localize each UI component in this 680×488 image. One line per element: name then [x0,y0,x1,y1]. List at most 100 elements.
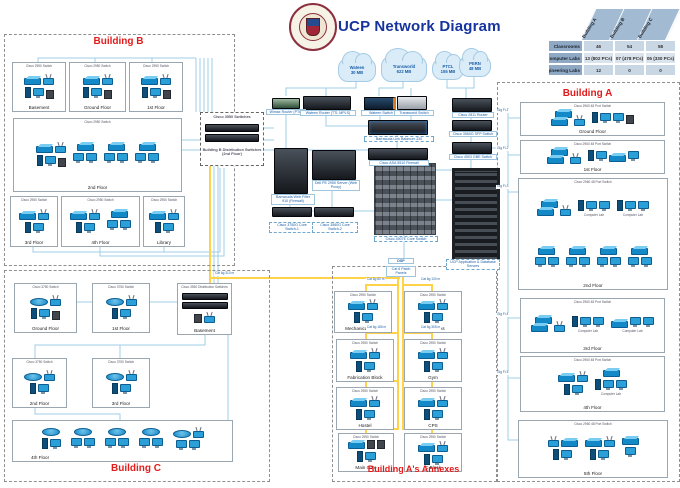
wireless-ap-icon [43,78,54,86]
switch-model-label: Cisco 3750 Switch [107,285,135,289]
pc-tower-icon [31,308,37,320]
pc-icon [32,222,44,233]
network-cluster [627,247,652,268]
ucp-logo [289,3,337,51]
switch-icon [531,325,548,333]
pc-tower-icon [111,308,118,320]
lab-label: Computer Lab [622,213,644,218]
wireless-ap-icon [125,374,137,382]
wireless-ap-icon [192,431,204,438]
floor-box-b-2nd: Cisco 2950 Switch 2nd Floor [13,118,182,192]
stats-value: 54 [614,40,645,52]
floor-caption: 5th Floor [583,471,603,476]
gbe-switch-device [452,142,492,154]
floor-caption: 4th Floor [583,405,602,410]
pc-icon [104,438,116,448]
network-cluster [149,208,179,234]
wateen-router-device [303,96,351,110]
pc-tower-icon [423,408,430,420]
floor-caption: Ground Floor [31,326,60,331]
core-switch2-label: Cisco 3560G Core Switch-2 [312,222,358,233]
router-switch-icon [105,298,124,307]
switch-icon [76,144,94,152]
switch-model-label: Cisco 2950 Switch [419,389,447,393]
ucp-logo-inner [299,13,327,41]
pc-icon [107,219,118,230]
switch-model-label: Cisco 2950 Switch [352,435,380,439]
link-balancer-device [368,120,428,135]
pc-icon [624,447,636,458]
floor-box-a-5th: Cisco 2960 48 Port Switch 5th Floor [518,420,668,478]
network-cluster [19,208,49,234]
pc-icon [593,317,604,327]
network-cluster: Computer Lab [578,200,610,218]
switch-icon [82,78,100,86]
cable-length-label: Cat 6g 305 m [420,325,442,330]
annexes-title: Building A's Annexes [367,464,460,474]
network-cluster [587,150,639,163]
switch-model-label: Cisco 3750 Switch [26,360,53,364]
wireless-ap-icon [44,374,55,382]
pc-icon [135,153,146,164]
pc-icon [595,151,607,162]
attendance-machine-icon [162,90,171,100]
floor-box-a-4th: Cisco 2960 48 Port Switch Computer Lab 4… [520,356,665,412]
stats-value: 13 (802 PCs) [583,52,614,64]
network-cluster [30,294,61,321]
attendance-machine-icon [52,311,60,321]
router-switch-icon [172,430,191,438]
building-b-distribution-box: Cisco 3550 Switches Building B Distribut… [200,112,264,166]
router-2811-device [452,98,492,112]
switch-icon [138,144,156,152]
wireless-ap-icon [603,440,615,448]
lab-label: Computer Lab [583,213,605,218]
switch-icon [107,144,125,152]
dist-caption: Building B Distribution Switches (2nd Fl… [202,147,262,156]
pc-icon [44,156,56,167]
pc-icon [104,153,115,164]
pc-icon [603,380,614,390]
pc-tower-icon [592,112,598,124]
wireless-ap-icon [369,399,380,407]
network-cluster [347,440,385,463]
attendance-machine-icon [626,115,634,125]
network-cluster [104,144,128,164]
switch-model-label: Cisco 2950 Switch [351,389,379,393]
switch-icon [350,399,367,407]
annex-caption: Mechanical Block [345,326,381,331]
switch-model-label: Cisco 2950 Switch [419,341,447,345]
pc-tower-icon [30,383,36,395]
floor-caption: 2nd Floor [87,185,108,190]
core-switch2-device [314,207,354,217]
floor-caption: Basement [28,105,50,110]
core-switch1-device [272,207,312,217]
lab-label: Computer Lab [622,328,643,333]
pc-icon [431,454,443,465]
wireless-ap-icon [554,325,565,333]
wireless-ap-icon [125,299,137,307]
switch-stack-icon [537,201,558,217]
switch-icon [608,155,626,163]
wireless-ap-icon [367,303,378,311]
building-a-title: Building A [562,88,613,99]
annex-caption: C Block [425,465,441,470]
distribution-switch-device [205,134,259,143]
pc-tower-icon [590,449,596,461]
router-switch-icon [73,428,92,436]
building-c-region [4,270,270,482]
network-cluster [41,427,61,450]
switch-icon [602,370,620,377]
pc-tower-icon [423,360,430,372]
switch-icon [600,247,617,255]
switch-icon [584,440,602,448]
core-switch-label: Cisco 4507E Core Switch [374,236,438,243]
wireless-ap-icon [577,375,588,383]
cloud-bandwidth: 30 MB [350,70,364,75]
stats-row-label: Classrooms [548,40,583,52]
cable-length-label: Cat 6g 100 m [420,277,442,282]
floor-box-a-ground: Cisco 2960 48 Port Switch Ground Floor [520,102,665,136]
pc-tower-icon [587,150,594,162]
annex-caption: Hostel [358,423,372,428]
pc-icon [83,222,95,233]
